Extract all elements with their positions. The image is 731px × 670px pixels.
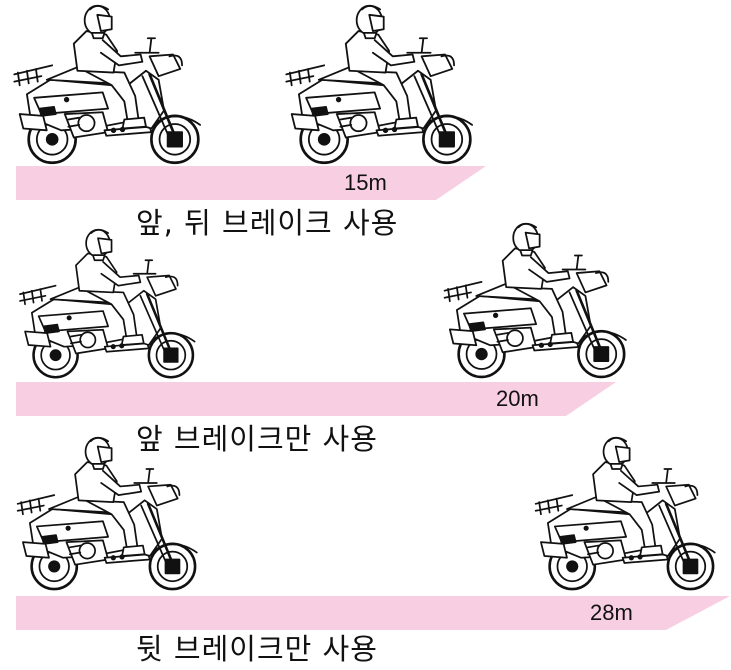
stopped-scooter-illustration bbox=[443, 222, 628, 379]
stationary-scooter-illustration bbox=[16, 436, 199, 591]
stopped-scooter-illustration bbox=[534, 436, 717, 591]
diagram-caption: 앞 브레이크만 사용 bbox=[136, 422, 378, 456]
diagram-caption: 앞, 뒤 브레이크 사용 bbox=[136, 206, 399, 240]
diagram-caption: 뒷 브레이크만 사용 bbox=[136, 632, 378, 666]
braking-distance-label: 15m bbox=[344, 170, 387, 195]
braking-distance-bar bbox=[16, 596, 730, 630]
stationary-scooter-illustration bbox=[18, 228, 196, 379]
braking-distance-bar-shape bbox=[16, 382, 616, 416]
braking-distance-bar-shape bbox=[16, 596, 730, 630]
braking-distance-bar bbox=[16, 382, 616, 416]
braking-distance-label: 20m bbox=[496, 386, 539, 411]
braking-distance-label: 28m bbox=[590, 600, 633, 625]
stopped-scooter-illustration bbox=[284, 4, 474, 165]
stationary-scooter-illustration bbox=[12, 4, 202, 165]
braking-distance-bar-shape bbox=[16, 166, 486, 200]
braking-distance-bar bbox=[16, 166, 486, 200]
